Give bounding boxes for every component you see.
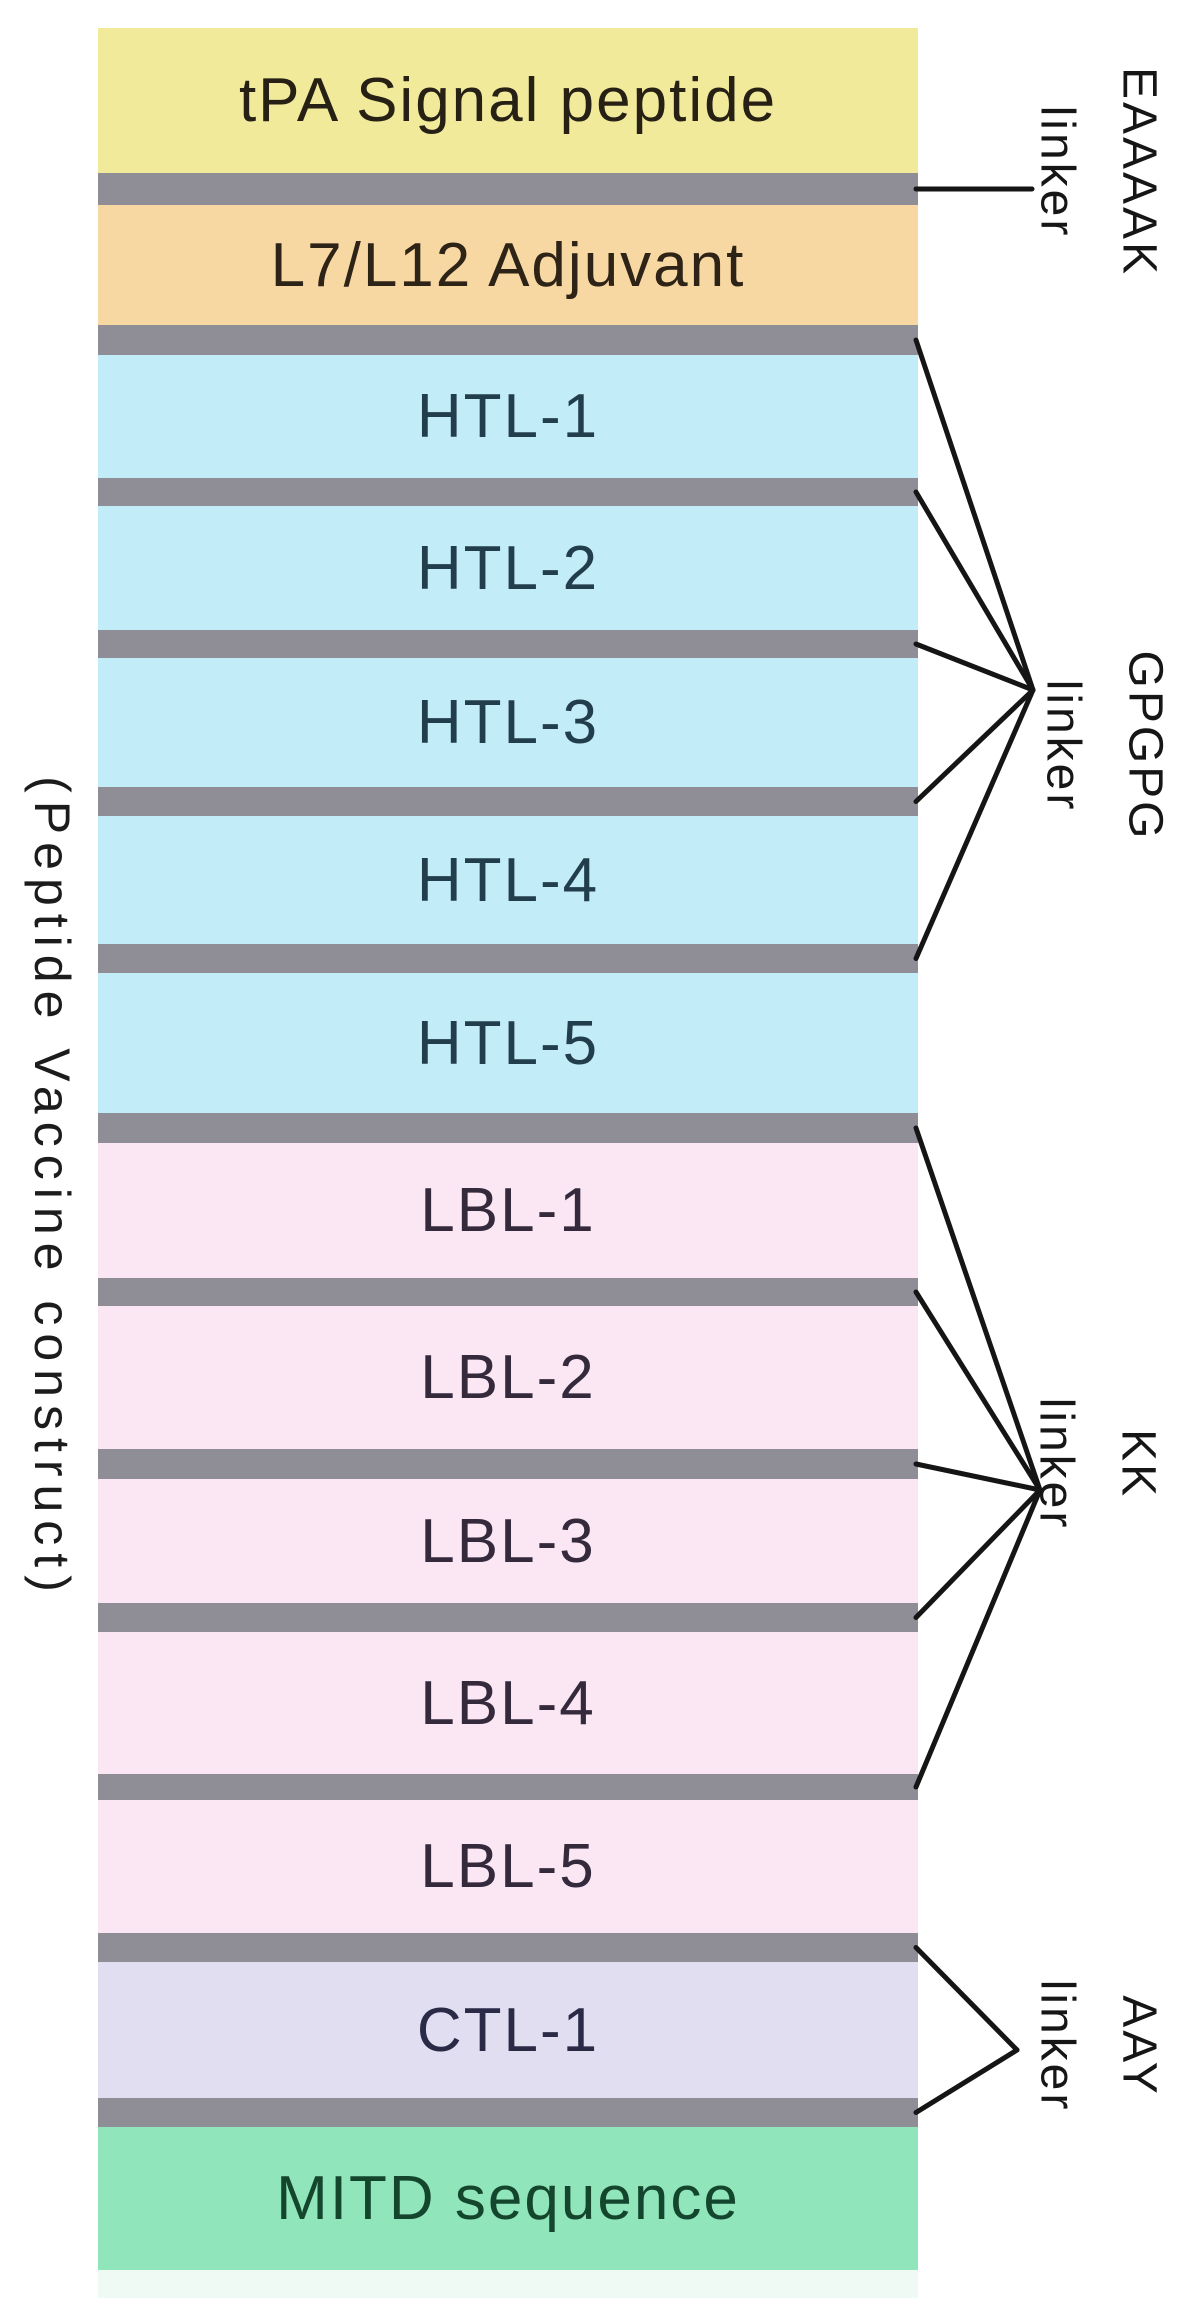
linker-bar-linker-1: [98, 173, 918, 205]
connector-line-aay-linker-12: [913, 1945, 1020, 2053]
segment-block-lbl-5: LBL-5: [98, 1800, 918, 1933]
linker-bar-linker-9: [98, 1449, 918, 1479]
linker-name-aay: AAY: [1112, 1995, 1166, 2097]
segment-block-htl-1: HTL-1: [98, 355, 918, 478]
segment-block-htl-5: HTL-5: [98, 973, 918, 1113]
linker-bar-linker-11: [98, 1774, 918, 1800]
linker-label-eaaaak: EAAAAK linker: [1016, 67, 1179, 277]
segment-block-lbl-2: LBL-2: [98, 1306, 918, 1449]
connector-line-kk-linker-11: [913, 1487, 1043, 1790]
segment-block-tpa: tPA Signal peptide: [98, 28, 918, 173]
side-label: (Peptide Vaccine construct): [24, 776, 80, 1600]
bottom-fade-strip: [98, 2270, 918, 2298]
segment-block-ctl-1: CTL-1: [98, 1962, 918, 2098]
linker-name-gpgpg: GPGPG: [1118, 650, 1172, 842]
segment-block-htl-4: HTL-4: [98, 816, 918, 944]
linker-label-aay: AAY linker: [1016, 1980, 1179, 2113]
segment-label-tpa: tPA Signal peptide: [238, 66, 778, 135]
connector-line-aay-linker-13: [913, 2047, 1020, 2115]
segment-label-htl-1: HTL-1: [416, 382, 600, 451]
segment-label-l7l12: L7/L12 Adjuvant: [270, 230, 746, 300]
linker-name-eaaaak: EAAAAK: [1112, 66, 1166, 278]
segment-label-lbl-3: LBL-3: [420, 1506, 596, 1576]
linker-bar-linker-12: [98, 1933, 918, 1962]
segment-block-htl-3: HTL-3: [98, 658, 918, 787]
linker-word-eaaaak: linker: [1031, 105, 1084, 239]
connector-line-gpgpg-linker-4: [913, 641, 1036, 693]
segment-label-ctl-1: CTL-1: [416, 1995, 600, 2065]
segment-block-lbl-1: LBL-1: [98, 1143, 918, 1278]
segment-label-htl-5: HTL-5: [416, 1008, 600, 1078]
connector-line-gpgpg-linker-6: [913, 687, 1036, 961]
linker-word-kk: linker: [1030, 1397, 1083, 1531]
linker-bar-linker-3: [98, 478, 918, 506]
linker-bar-linker-7: [98, 1113, 918, 1143]
segment-block-lbl-3: LBL-3: [98, 1479, 918, 1603]
linker-bar-linker-10: [98, 1603, 918, 1632]
linker-label-kk: KK linker: [1015, 1398, 1178, 1531]
linker-bar-linker-13: [98, 2098, 918, 2127]
segment-label-htl-3: HTL-3: [416, 688, 600, 757]
linker-bar-linker-2: [98, 325, 918, 355]
segment-block-mitd: MITD sequence: [98, 2127, 918, 2270]
segment-block-l7l12: L7/L12 Adjuvant: [98, 205, 918, 325]
linker-bar-linker-8: [98, 1278, 918, 1306]
segment-label-lbl-5: LBL-5: [420, 1832, 596, 1901]
segment-block-lbl-4: LBL-4: [98, 1632, 918, 1774]
linker-word-gpgpg: linker: [1037, 679, 1090, 813]
linker-bar-linker-4: [98, 630, 918, 658]
segment-label-lbl-4: LBL-4: [420, 1668, 596, 1738]
segment-label-htl-2: HTL-2: [416, 533, 600, 603]
connector-line-gpgpg-linker-5: [913, 687, 1036, 804]
segment-label-htl-4: HTL-4: [416, 845, 600, 915]
segment-label-lbl-2: LBL-2: [420, 1343, 596, 1412]
connector-line-gpgpg-linker-3: [913, 489, 1036, 693]
connector-line-gpgpg-linker-2: [913, 337, 1036, 693]
segment-label-mitd: MITD sequence: [276, 2164, 740, 2233]
linker-bar-linker-5: [98, 787, 918, 816]
linker-name-kk: KK: [1111, 1428, 1165, 1500]
segment-block-htl-2: HTL-2: [98, 506, 918, 630]
linker-bar-linker-6: [98, 944, 918, 973]
linker-label-gpgpg: GPGPG linker: [1022, 650, 1185, 841]
segment-label-lbl-1: LBL-1: [420, 1176, 596, 1245]
linker-word-aay: linker: [1031, 1979, 1084, 2113]
